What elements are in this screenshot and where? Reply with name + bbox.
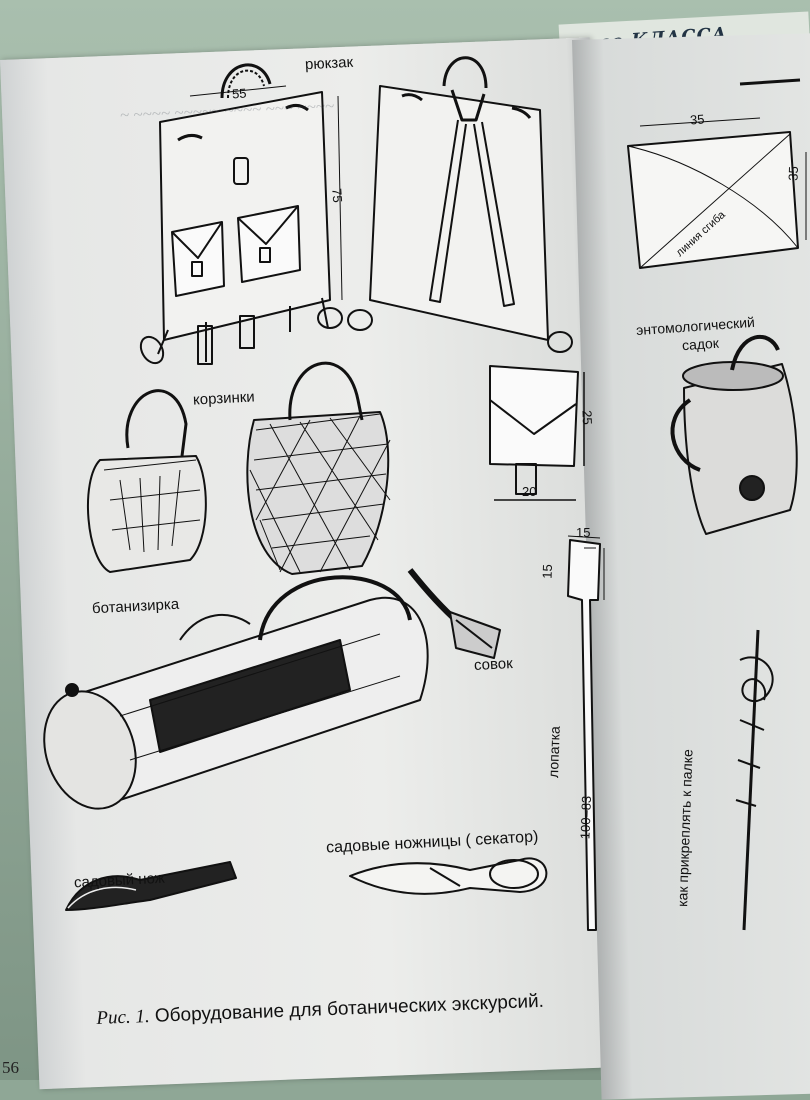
dim-backpack-width: 55 [231, 85, 247, 102]
garden-knife-drawing [65, 861, 237, 911]
spade-drawing [567, 535, 605, 931]
dim-spade-side: 15 [539, 564, 555, 579]
dimension-lines [189, 85, 807, 549]
dim-pocket-width: 20 [522, 484, 537, 499]
vasculum-drawing [43, 575, 429, 810]
dim-net-height: 35 [785, 166, 801, 181]
label-trowel: совок [473, 654, 514, 675]
label-spade: лопатка [545, 725, 563, 779]
baskets-drawing [86, 361, 391, 575]
stick-knot-drawing [735, 629, 774, 931]
pocket-diagram [489, 365, 585, 501]
label-backpack: рюкзак [304, 53, 354, 74]
insect-cage-drawing [670, 334, 798, 535]
label-baskets: корзинки [192, 388, 256, 409]
caption-prefix: Рис. 1. [96, 1005, 151, 1029]
dim-spade-top: 15 [576, 525, 591, 540]
backpack-back-drawing [347, 56, 573, 353]
shears-drawing [349, 857, 548, 895]
label-insect-cage-line2: садок [681, 334, 720, 354]
dim-backpack-height: 75 [329, 187, 346, 204]
dim-net-width: 35 [689, 111, 705, 128]
dim-pocket-height: 25 [579, 410, 595, 425]
trowel-drawing [407, 568, 501, 659]
net-diagram [627, 78, 801, 269]
backpack-front-drawing [139, 63, 343, 365]
dim-spade-length: 100–83 [577, 795, 594, 840]
page-number: 56 [2, 1058, 19, 1077]
